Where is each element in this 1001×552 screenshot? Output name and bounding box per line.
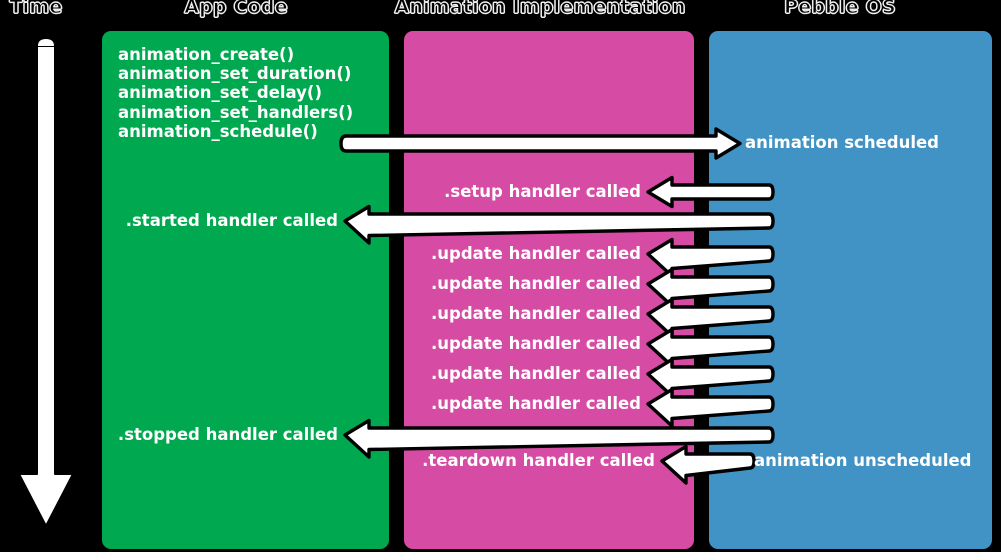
app-code-call-animation-set-delay: animation_set_delay()	[118, 83, 323, 103]
app-code-call-animation-schedule: animation_schedule()	[118, 121, 318, 141]
event-label-animation-unscheduled: animation unscheduled	[754, 450, 972, 470]
column-header-app-code: App Code	[184, 0, 288, 19]
app-code-call-animation-set-handlers: animation_set_handlers()	[118, 102, 354, 122]
event-label-update-handler-6: .update handler called	[431, 393, 641, 413]
event-label-update-handler-3: .update handler called	[431, 303, 641, 323]
event-label-setup-handler: .setup handler called	[444, 181, 641, 201]
event-label-update-handler-4: .update handler called	[431, 333, 641, 353]
app-code-call-animation-set-duration: animation_set_duration()	[118, 64, 352, 84]
event-label-teardown-handler: .teardown handler called	[422, 450, 655, 470]
app-code-call-animation-create: animation_create()	[118, 45, 295, 64]
event-label-started-handler: .started handler called	[125, 210, 338, 230]
event-label-stopped-handler: .stopped handler called	[117, 424, 338, 444]
column-header-pebble-os: Pebble OS	[784, 0, 896, 19]
app-code-call-list: animation_create() animation_set_duratio…	[118, 45, 353, 141]
event-label-update-handler-2: .update handler called	[431, 273, 641, 293]
column-header-time: Time	[9, 0, 63, 19]
event-label-animation-scheduled: animation scheduled	[745, 132, 939, 152]
column-header-animation-implementation: Animation Implementation	[394, 0, 686, 19]
lane-pebble-os	[709, 31, 992, 549]
lane-app-code	[102, 31, 389, 549]
time-axis-arrow	[18, 37, 74, 527]
lane-animation-implementation	[404, 31, 694, 549]
event-label-update-handler-5: .update handler called	[431, 363, 641, 383]
event-label-update-handler-1: .update handler called	[431, 243, 641, 263]
